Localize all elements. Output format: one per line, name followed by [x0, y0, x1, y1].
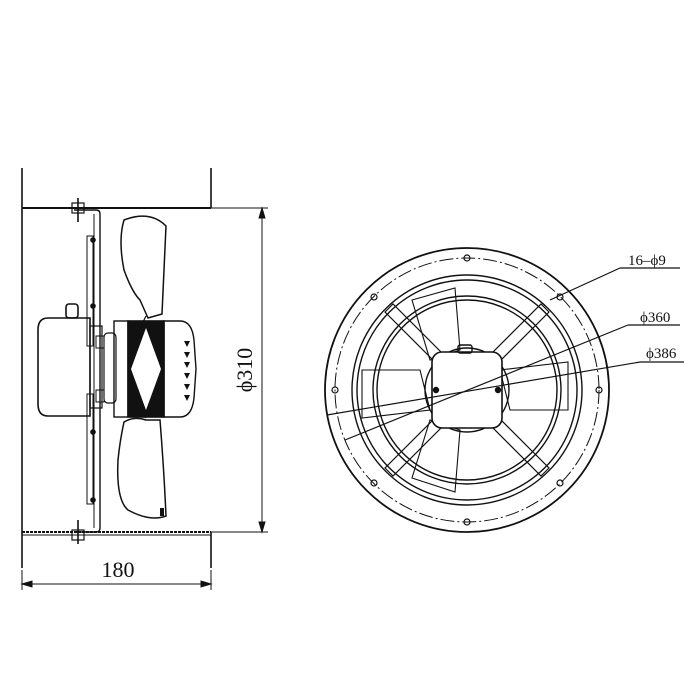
mounting-bracket	[74, 209, 101, 533]
motor-housing	[37, 317, 91, 417]
inner-ring-1	[351, 274, 583, 506]
front-blade	[411, 287, 461, 361]
outer-diameter-label: ϕ386	[646, 346, 677, 362]
width-label: 180	[102, 557, 135, 582]
front-view	[324, 247, 684, 533]
hub-cap	[163, 320, 197, 418]
diameter-dimension	[211, 206, 268, 534]
hub-vents	[184, 341, 190, 401]
front-blade	[499, 361, 569, 411]
leader-lines	[326, 267, 684, 441]
bolt-circle-label: ϕ360	[640, 310, 670, 326]
fan-blade-bottom	[116, 417, 167, 519]
front-blade	[361, 369, 431, 419]
bolt-circle	[334, 257, 600, 523]
outer-ring	[324, 247, 610, 533]
terminal-box	[65, 303, 79, 319]
fan-blade-top	[120, 215, 167, 319]
width-dimension	[20, 570, 213, 590]
side-view	[20, 168, 268, 590]
inner-ring-2	[372, 295, 562, 485]
front-blade	[411, 419, 461, 493]
diameter-label: ϕ310	[232, 348, 257, 393]
bolt-holes-label: 16–ϕ9	[628, 253, 666, 269]
